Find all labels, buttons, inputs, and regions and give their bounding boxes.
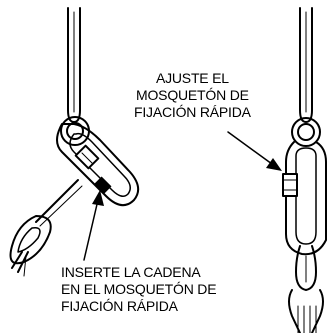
adjust-line-2: MOSQUETÓN DE: [136, 87, 249, 103]
adjust-carabiner-instruction: AJUSTE EL MOSQUETÓN DE FIJACIÓN RÁPIDA: [134, 70, 251, 121]
left-hanging-strap: [68, 8, 80, 122]
left-open-gate-sleeve: [76, 146, 99, 169]
adjust-line-1: AJUSTE EL: [155, 70, 229, 86]
insert-line-2: EN EL MOSQUETÓN DE: [61, 281, 217, 297]
right-closed-carabiner: [286, 142, 326, 254]
insert-chain-instruction: INSERTE LA CADENA EN EL MOSQUETÓN DE FIJ…: [61, 264, 217, 315]
adjust-line-3: FIJACIÓN RÁPIDA: [134, 104, 251, 120]
insert-arrow: [84, 190, 104, 260]
left-chain-link: [11, 180, 83, 276]
left-thread-end: [94, 176, 112, 194]
right-chain-links: [289, 246, 323, 333]
insert-line-3: FIJACIÓN RÁPIDA: [61, 298, 178, 314]
left-open-carabiner: [57, 124, 138, 205]
right-hanging-strap: [300, 8, 312, 122]
insert-line-1: INSERTE LA CADENA: [61, 264, 201, 280]
adjust-arrow: [228, 132, 282, 171]
right-strap-loop: [292, 118, 320, 146]
right-closed-gate-sleeve: [283, 174, 297, 196]
